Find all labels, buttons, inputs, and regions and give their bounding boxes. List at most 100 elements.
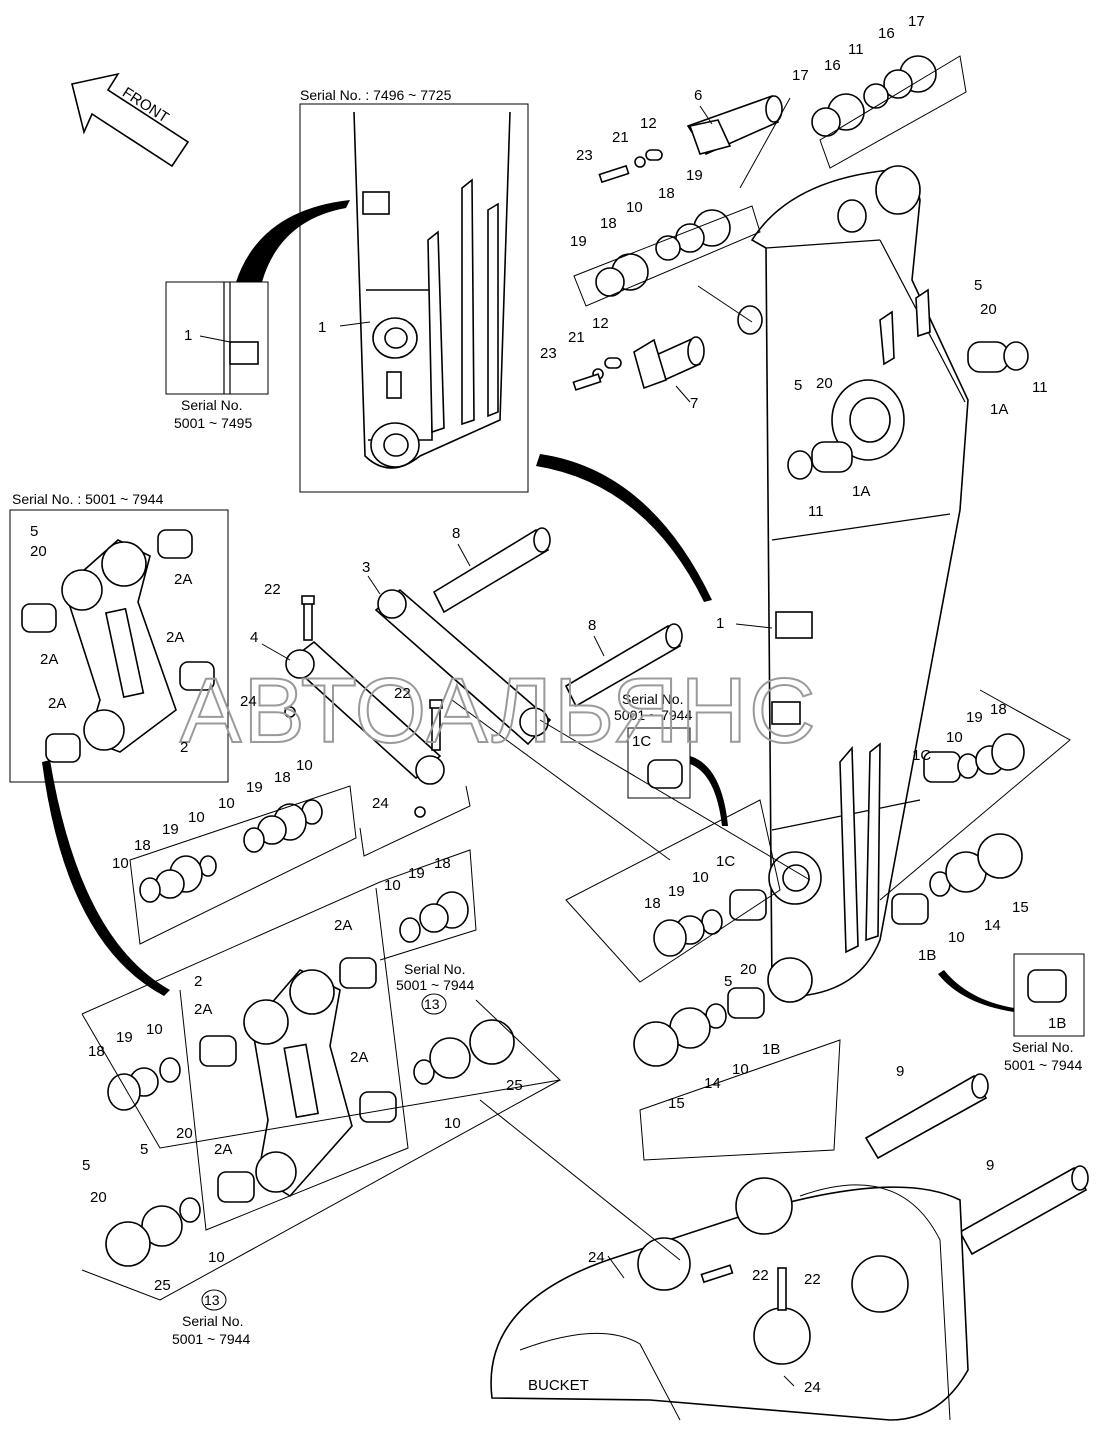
callout-15: 15 xyxy=(1012,899,1029,916)
callout-18: 18 xyxy=(134,837,151,854)
callout-13-a: 13 xyxy=(424,996,440,1012)
callout-1b: 1B xyxy=(1048,1015,1066,1032)
callout-11: 11 xyxy=(808,503,824,520)
callout-19: 19 xyxy=(116,1029,133,1046)
front-arrow: FRONT xyxy=(71,72,190,168)
kit-notes: 13 Serial No. 5001 ~ 7944 13 Serial No. … xyxy=(172,961,474,1347)
callout-19: 19 xyxy=(246,779,263,796)
callout-5: 5 xyxy=(724,973,732,990)
callout-5: 5 xyxy=(82,1157,90,1174)
callout-16: 16 xyxy=(824,57,841,74)
bottom-kit-serial-1: Serial No. xyxy=(182,1313,243,1329)
callout-10: 10 xyxy=(732,1061,749,1078)
bolts-22 xyxy=(284,595,443,818)
callout-19: 19 xyxy=(668,883,685,900)
callout-21: 21 xyxy=(612,129,629,146)
callout-7: 7 xyxy=(690,395,698,412)
callout-20: 20 xyxy=(90,1189,107,1206)
callout-25: 25 xyxy=(506,1077,523,1094)
callout-11: 11 xyxy=(1032,379,1048,396)
callout-6: 6 xyxy=(694,87,702,104)
watermark: АВТОАЛЬЯНС xyxy=(180,660,818,762)
callout-10: 10 xyxy=(384,877,401,894)
callout-19: 19 xyxy=(686,167,703,184)
callout-10: 10 xyxy=(692,869,709,886)
callout-24: 24 xyxy=(372,795,389,812)
callout-20: 20 xyxy=(980,301,997,318)
link-kit-serial-2: 5001 ~ 7944 xyxy=(396,977,474,993)
callout-24: 24 xyxy=(804,1379,821,1396)
small-inset-serial-2: 5001 ~ 7495 xyxy=(174,415,252,431)
callout-23: 23 xyxy=(576,147,593,164)
pin-6 xyxy=(686,94,783,156)
callout-20: 20 xyxy=(30,543,47,560)
callout-19: 19 xyxy=(966,709,983,726)
callout-21: 21 xyxy=(568,329,585,346)
callout-1: 1 xyxy=(184,327,192,344)
callout-24: 24 xyxy=(588,1249,605,1266)
callout-22: 22 xyxy=(394,685,411,702)
callout-18: 18 xyxy=(658,185,675,202)
callout-19: 19 xyxy=(408,865,425,882)
mid-curve-arrow xyxy=(536,454,712,602)
callout-19: 19 xyxy=(570,233,587,250)
callout-2a: 2A xyxy=(166,629,184,646)
callout-2a: 2A xyxy=(174,571,192,588)
inset-1c: Serial No. 5001 ~ 7944 xyxy=(614,691,728,826)
top-inset: Serial No. : 7496 ~ 7725 xyxy=(299,87,529,493)
callout-3: 3 xyxy=(362,559,370,576)
callout-1c: 1C xyxy=(632,733,651,750)
callout-1a: 1A xyxy=(990,401,1008,418)
callout-5: 5 xyxy=(30,523,38,540)
callout-1b: 1B xyxy=(918,947,936,964)
callout-18: 18 xyxy=(600,215,617,232)
callout-2a: 2A xyxy=(48,695,66,712)
link-kit-serial-1: Serial No. xyxy=(404,961,465,977)
inset-1b: Serial No. 5001 ~ 7944 xyxy=(938,953,1085,1073)
inset-1b-serial-2: 5001 ~ 7944 xyxy=(1004,1057,1082,1073)
callout-10: 10 xyxy=(444,1115,461,1132)
pin-7 xyxy=(633,336,705,390)
inset-1b-serial-1: Serial No. xyxy=(1012,1039,1073,1055)
callout-1c: 1C xyxy=(912,747,931,764)
callout-18: 18 xyxy=(434,855,451,872)
callout-22: 22 xyxy=(804,1271,821,1288)
callout-20: 20 xyxy=(176,1125,193,1142)
shims-top-right xyxy=(811,55,967,169)
callout-1a: 1A xyxy=(852,483,870,500)
shims-top-mid xyxy=(573,205,761,307)
left-inset: Serial No. : 5001 ~ 7944 xyxy=(9,491,229,783)
callout-15: 15 xyxy=(668,1095,685,1112)
callout-14: 14 xyxy=(704,1075,721,1092)
callout-2: 2 xyxy=(194,973,202,990)
callout-17: 17 xyxy=(792,67,809,84)
callout-18: 18 xyxy=(274,769,291,786)
pins-9 xyxy=(864,1073,1089,1256)
pins-8 xyxy=(432,527,683,708)
callout-5: 5 xyxy=(140,1141,148,1158)
callout-2a: 2A xyxy=(40,651,58,668)
callout-2a: 2A xyxy=(194,1001,212,1018)
callout-1: 1 xyxy=(318,319,326,336)
small-inset-serial-1: Serial No. xyxy=(181,397,242,413)
callout-11: 11 xyxy=(848,41,864,58)
callout-9: 9 xyxy=(986,1157,994,1174)
callout-22: 22 xyxy=(752,1267,769,1284)
callout-2: 2 xyxy=(180,739,188,756)
main-arm xyxy=(737,165,969,1003)
callout-10: 10 xyxy=(208,1249,225,1266)
bucket-label: BUCKET xyxy=(528,1377,589,1394)
callout-8: 8 xyxy=(588,617,596,634)
left-inset-serial: Serial No. : 5001 ~ 7944 xyxy=(12,491,164,507)
callout-23: 23 xyxy=(540,345,557,362)
callout-8: 8 xyxy=(452,525,460,542)
bushings-1a xyxy=(787,341,1029,480)
top-inset-serial: Serial No. : 7496 ~ 7725 xyxy=(300,87,452,103)
callout-18: 18 xyxy=(990,701,1007,718)
callout-1b: 1B xyxy=(762,1041,780,1058)
bolts-top xyxy=(572,149,663,391)
inset-1c-serial-1: Serial No. xyxy=(622,691,683,707)
callout-17: 17 xyxy=(908,13,925,30)
callout-14: 14 xyxy=(984,917,1001,934)
